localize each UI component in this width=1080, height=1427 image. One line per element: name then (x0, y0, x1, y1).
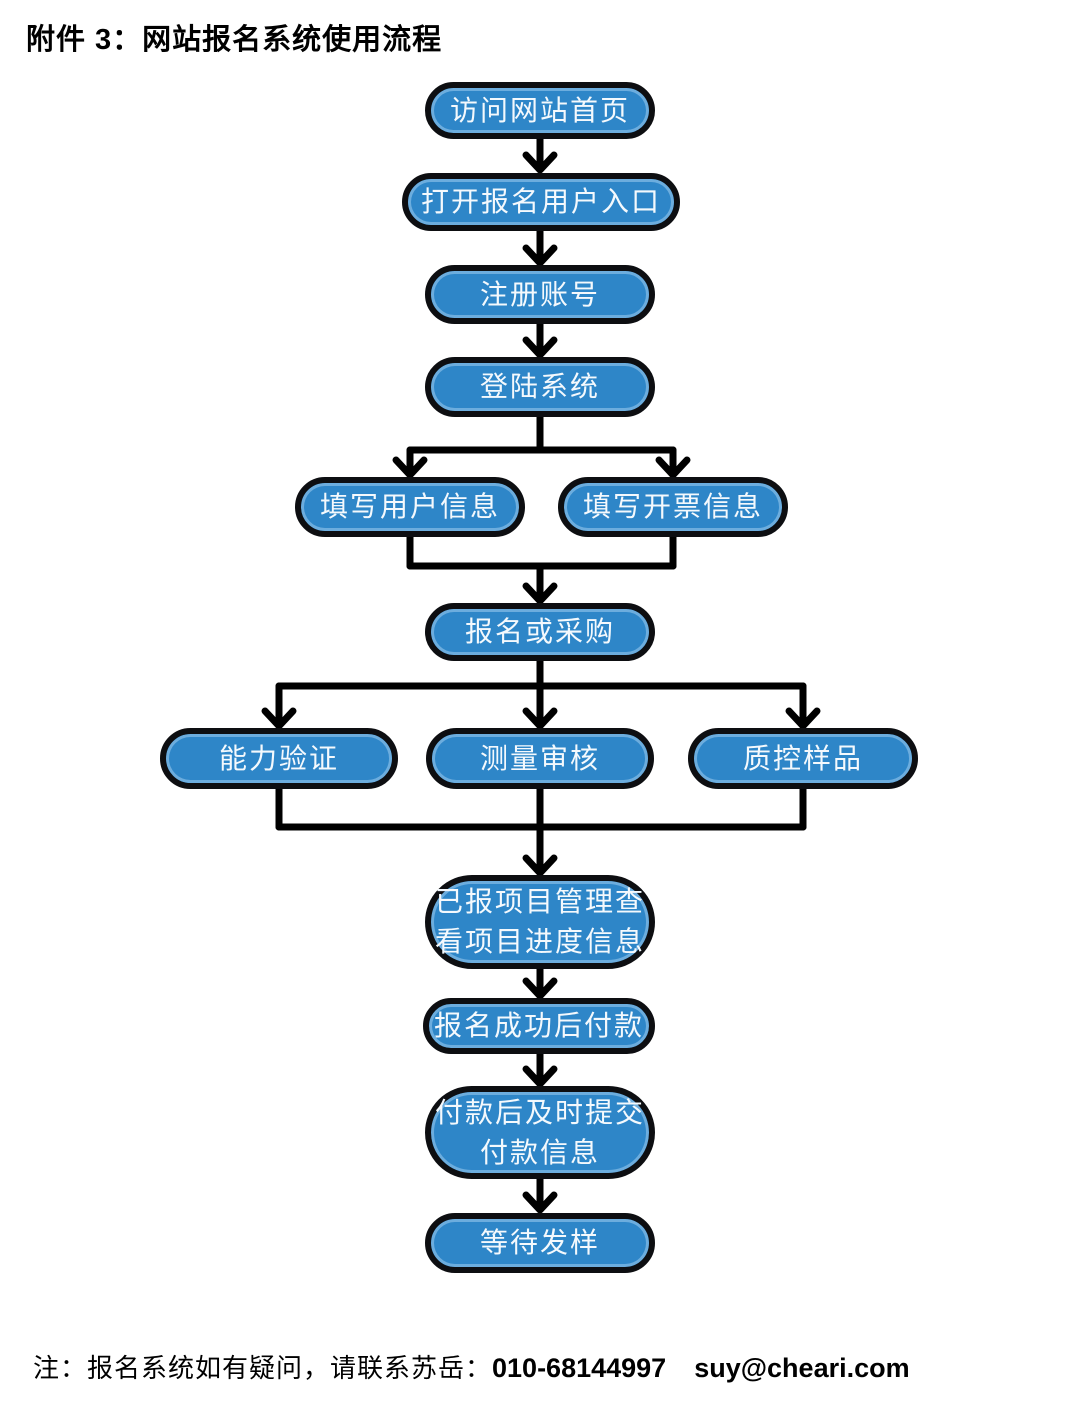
flow-node-fill-user-info: 填写用户信息 (295, 477, 525, 537)
flow-node-project-progress: 已报项目管理查 看项目进度信息 (425, 875, 655, 969)
flow-node-submit-payment-info: 付款后及时提交 付款信息 (425, 1086, 655, 1179)
flow-node-quality-control-samples: 质控样品 (688, 728, 918, 789)
flow-node-label: 等待发样 (479, 1227, 600, 1258)
flow-node-label: 填写用户信息 (319, 491, 500, 522)
flow-node-label: 质控样品 (742, 742, 863, 774)
flow-node-pay-after-signup: 报名成功后付款 (423, 998, 655, 1054)
flow-node-open-signup-entry: 打开报名用户入口 (402, 173, 680, 231)
flow-node-register-account: 注册账号 (425, 265, 655, 324)
footer-phone: 010-68144997 (492, 1353, 667, 1383)
footer-note: 注：报名系统如有疑问，请联系苏岳：010-68144997 suy@cheari.… (33, 1348, 910, 1385)
flow-node-label: 报名或采购 (464, 616, 615, 647)
flow-node-label: 测量审核 (479, 742, 600, 774)
flow-node-label: 能力验证 (218, 742, 339, 774)
flow-node-label: 登陆系统 (479, 371, 600, 402)
flow-node-proficiency-testing: 能力验证 (160, 728, 398, 789)
flow-node-measurement-audit: 测量审核 (426, 728, 654, 789)
footer-email: suy@cheari.com (694, 1353, 910, 1383)
flow-node-fill-invoice-info: 填写开票信息 (558, 477, 788, 537)
flow-node-wait-for-sample: 等待发样 (425, 1213, 655, 1273)
flow-node-label: 付款后及时提交 (434, 1096, 645, 1128)
flow-node-signup-or-purchase: 报名或采购 (425, 603, 655, 661)
flow-node-label: 已报项目管理查 (434, 886, 645, 917)
flow-node-visit-homepage: 访问网站首页 (425, 82, 655, 139)
flow-node-label: 报名成功后付款 (433, 1010, 644, 1041)
flow-node-login-system: 登陆系统 (425, 357, 655, 417)
flow-node-label: 访问网站首页 (449, 94, 630, 126)
flow-node-label-line2: 看项目进度信息 (434, 926, 645, 957)
page-title: 附件 3：网站报名系统使用流程 (26, 24, 443, 56)
flow-node-label: 注册账号 (479, 278, 600, 310)
flow-node-label: 填写开票信息 (582, 491, 763, 522)
footer-note-text: 注：报名系统如有疑问，请联系苏岳： (33, 1354, 493, 1383)
flow-node-label-line2: 付款信息 (479, 1136, 600, 1168)
flow-node-label: 打开报名用户入口 (420, 186, 661, 217)
